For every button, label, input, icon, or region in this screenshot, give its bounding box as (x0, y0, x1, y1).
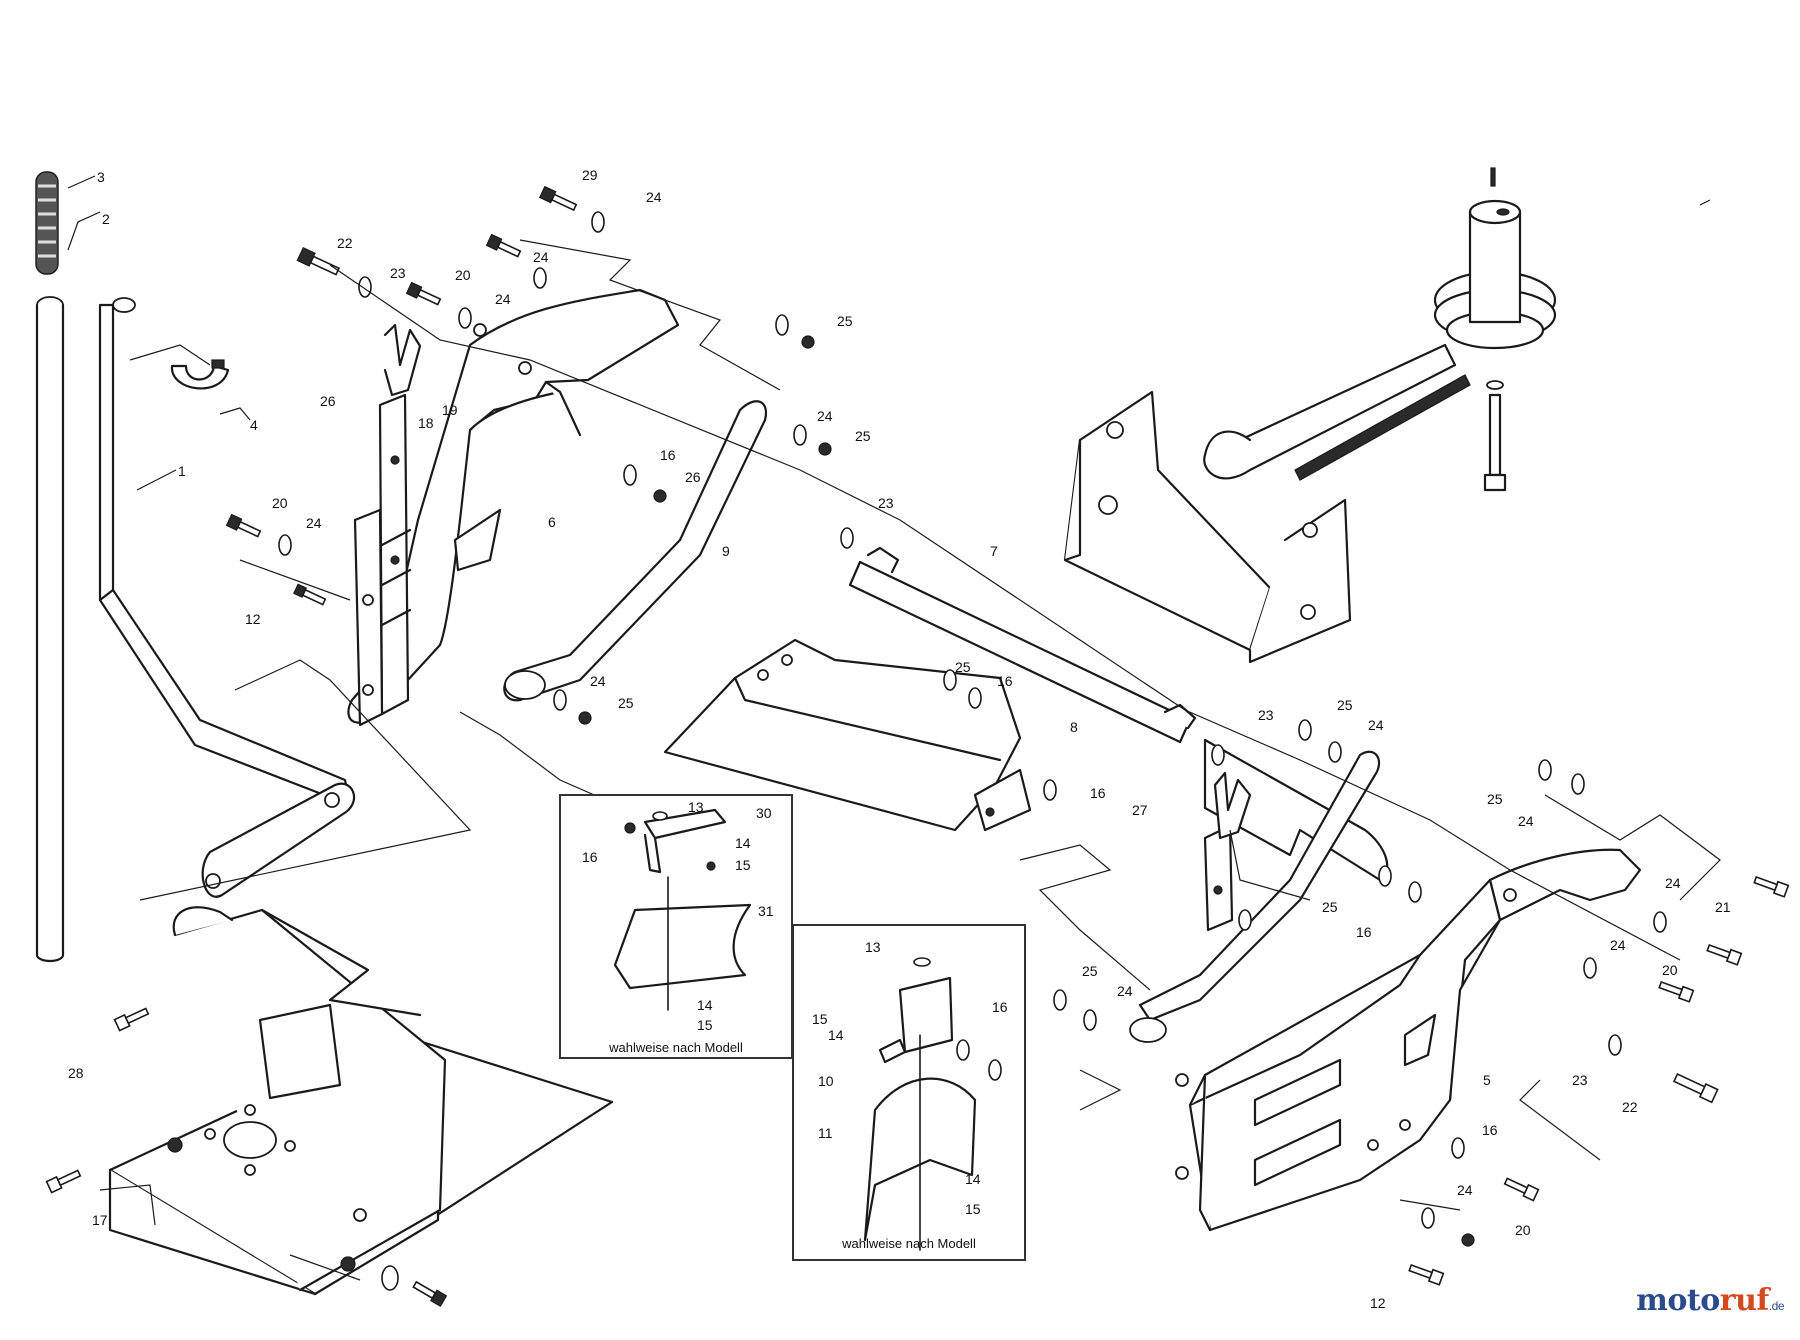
callout-23: 23 (390, 265, 406, 281)
callout-9: 9 (722, 543, 730, 559)
callout-24: 24 (1610, 937, 1626, 953)
callout-5: 5 (1483, 1072, 1491, 1088)
callout-25: 25 (855, 428, 871, 444)
callout-24: 24 (1457, 1182, 1473, 1198)
callout-12: 12 (245, 611, 261, 627)
callout-6: 6 (548, 514, 556, 530)
frame-part-5 (1175, 738, 1642, 1232)
callout-26: 26 (685, 469, 701, 485)
callout-24: 24 (817, 408, 833, 424)
brand-logo-part-1: moto (1636, 1283, 1720, 1318)
callout-28: 28 (68, 1065, 84, 1081)
callout-25: 25 (1487, 791, 1503, 807)
inset1-callout-16: 16 (582, 849, 598, 865)
pivot-arm-part-9 (503, 400, 768, 702)
callout-16: 16 (660, 447, 676, 463)
callout-24: 24 (533, 249, 549, 265)
callout-25: 25 (955, 659, 971, 675)
callout-22: 22 (1622, 1099, 1638, 1115)
inset1-callout-15: 15 (697, 1017, 713, 1033)
callout-24: 24 (1117, 983, 1133, 999)
callout-29: 29 (582, 167, 598, 183)
callout-2: 2 (102, 211, 110, 227)
callout-16: 16 (1356, 924, 1372, 940)
callout-24: 24 (646, 189, 662, 205)
brand-logo: motoruf.de (1636, 1283, 1784, 1318)
base-mount-plate (108, 906, 614, 1296)
callout-23: 23 (1258, 707, 1274, 723)
callout-16: 16 (1482, 1122, 1498, 1138)
inset1-callout-30: 30 (756, 805, 772, 821)
brand-logo-part-3: .de (1768, 1299, 1785, 1313)
pivot-arm-right (1129, 750, 1381, 1043)
callout-24: 24 (306, 515, 322, 531)
inset-optional-right (792, 924, 1026, 1261)
callout-24: 24 (1665, 875, 1681, 891)
callout-25: 25 (1322, 899, 1338, 915)
callout-16: 16 (997, 673, 1013, 689)
inset2-callout-14: 14 (965, 1171, 981, 1187)
callout-20: 20 (1515, 1222, 1531, 1238)
callout-24: 24 (495, 291, 511, 307)
callout-7: 7 (990, 543, 998, 559)
inset1-caption: wahlweise nach Modell (608, 1040, 743, 1055)
inset2-callout-11: 11 (818, 1125, 833, 1141)
callout-16: 16 (1090, 785, 1106, 801)
shaft-part-7 (848, 546, 1197, 744)
tube-part-2 (35, 296, 65, 963)
inset1-callout-15: 15 (735, 857, 751, 873)
callout-25: 25 (1337, 697, 1353, 713)
inset1-callout-13: 13 (688, 799, 704, 815)
callout-22: 22 (337, 235, 353, 251)
callout-26: 26 (320, 393, 336, 409)
callout-17: 17 (92, 1212, 108, 1228)
callout-1: 1 (178, 463, 186, 479)
inset1-callout-31: 31 (758, 903, 774, 919)
callout-4: 4 (250, 417, 258, 433)
pulley-assembly (1203, 167, 1557, 492)
callout-23: 23 (878, 495, 894, 511)
inset2-callout-15: 15 (965, 1201, 981, 1217)
callout-24: 24 (1368, 717, 1384, 733)
callout-18: 18 (418, 415, 434, 431)
callout-25: 25 (1082, 963, 1098, 979)
callout-leaders (67, 175, 1711, 491)
inset2-callout-15: 15 (812, 1011, 828, 1027)
callout-12: 12 (1370, 1295, 1386, 1311)
frame-part-6 (347, 288, 680, 724)
inset1-callout-14: 14 (697, 997, 713, 1013)
inset2-callout-14: 14 (828, 1027, 844, 1043)
callout-25: 25 (837, 313, 853, 329)
callout-23: 23 (1572, 1072, 1588, 1088)
callout-20: 20 (272, 495, 288, 511)
side-bracket-part-26 (353, 323, 422, 727)
clamp-part-4 (170, 359, 230, 390)
inset2-callout-10: 10 (818, 1073, 834, 1089)
callout-27: 27 (1132, 802, 1148, 818)
brand-logo-part-2: ruf (1719, 1283, 1770, 1318)
callout-24: 24 (1518, 813, 1534, 829)
callout-19: 19 (442, 402, 458, 418)
inset2-caption: wahlweise nach Modell (841, 1236, 976, 1251)
inset2-callout-13: 13 (865, 939, 881, 955)
inset1-callout-14: 14 (735, 835, 751, 851)
fasteners (45, 185, 1790, 1308)
callout-20: 20 (455, 267, 471, 283)
inset-optional-left (559, 794, 793, 1059)
callout-3: 3 (97, 169, 105, 185)
hinge-plate (201, 782, 356, 898)
grip-part-3 (35, 171, 59, 275)
pulley-bracket (1063, 390, 1352, 664)
callout-25: 25 (618, 695, 634, 711)
side-bracket-part-27 (1203, 771, 1252, 932)
callout-20: 20 (1662, 962, 1678, 978)
callout-21: 21 (1715, 899, 1731, 915)
callout-24: 24 (590, 673, 606, 689)
guard-part-8 (663, 638, 1032, 832)
callout-8: 8 (1070, 719, 1078, 735)
callout-labels: 3 2 4 1 29 24 22 23 20 24 24 25 26 18 19… (68, 167, 1731, 1311)
inset2-callout-16: 16 (992, 999, 1008, 1015)
